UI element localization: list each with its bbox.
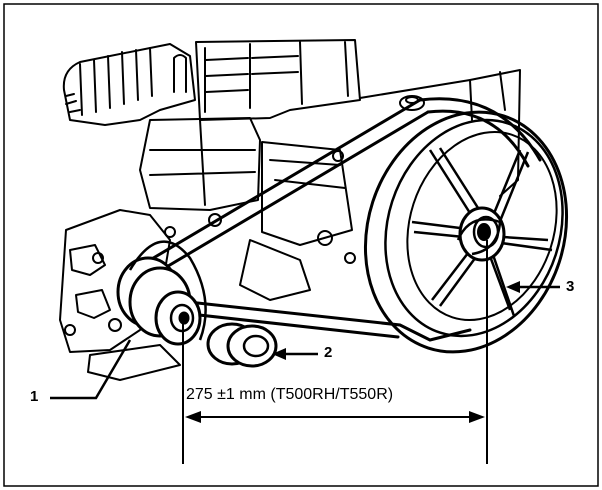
dimension-line: [182, 240, 488, 464]
figure-border: [3, 3, 599, 487]
engine-housing: [59, 39, 521, 381]
dimension-arrowhead-left: [185, 411, 201, 423]
callout-3-label: 3: [566, 278, 575, 295]
arrowhead-3: [506, 281, 520, 293]
drive-pulley: [116, 240, 207, 346]
callout-2-label: 2: [324, 344, 333, 361]
large-pulley: [363, 110, 569, 354]
callout-1-label: 1: [30, 388, 39, 405]
idler-pulley: [206, 322, 278, 368]
leader-1: [50, 339, 132, 400]
dimension-arrowhead-right: [469, 411, 485, 423]
drive-belt: [148, 97, 542, 342]
arrowhead-2: [272, 348, 286, 360]
dimension-label: 275 ±1 mm (T500RH/T550R): [186, 386, 394, 403]
callout-leaders: [50, 281, 560, 400]
